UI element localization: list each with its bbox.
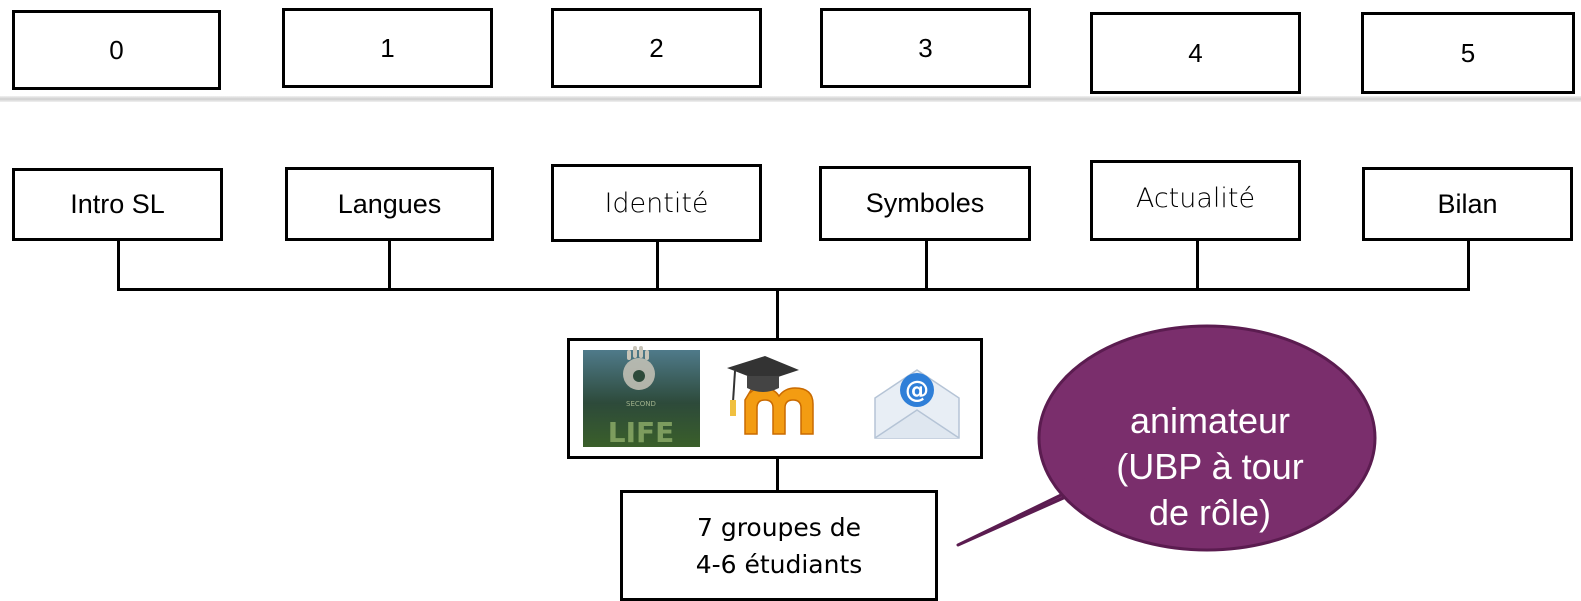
step-box-4: 4 (1090, 12, 1301, 94)
separator-line (0, 96, 1581, 102)
connector-drop-6 (1467, 239, 1470, 291)
connector-drop-4 (925, 239, 928, 291)
step-box-5: 5 (1361, 12, 1575, 94)
topic-box-langues: Langues (285, 167, 494, 241)
callout-line-1: animateur (1129, 400, 1291, 441)
step-box-0: 0 (12, 10, 221, 90)
groups-line-2: 4-6 étudiants (695, 549, 863, 579)
connector-drop-2 (388, 239, 391, 291)
topic-box-bilan: Bilan (1362, 167, 1573, 241)
connector-drop-1 (117, 239, 120, 291)
second-life-icon: SECOND LIFE (583, 346, 700, 449)
topic-box-identite: Identité (551, 164, 762, 242)
connector-drop-3 (656, 239, 659, 291)
callout-text: animateur (UBP à tour de rôle) (1080, 398, 1340, 536)
step-box-3: 3 (820, 8, 1031, 88)
svg-text:SECOND: SECOND (626, 400, 656, 408)
email-icon: @ (874, 369, 960, 439)
topic-box-intro-sl: Intro SL (12, 168, 223, 241)
connector-stem-lower (776, 458, 779, 491)
step-box-1: 1 (282, 8, 493, 88)
tools-box: SECOND LIFE @ (567, 338, 983, 459)
svg-text:LIFE: LIFE (608, 416, 675, 449)
callout-line-3: de rôle) (1148, 492, 1272, 533)
svg-text:@: @ (905, 376, 929, 404)
moodle-icon (727, 356, 814, 435)
groups-box: 7 groupes de 4-6 étudiants (620, 490, 938, 601)
topic-box-actualite: Actualité (1090, 160, 1301, 241)
connector-stem (776, 290, 779, 340)
callout-line-2: (UBP à tour (1116, 446, 1304, 487)
connector-bar (117, 288, 1470, 291)
step-box-2: 2 (551, 8, 762, 88)
groups-line-1: 7 groupes de (696, 512, 862, 542)
connector-drop-5 (1196, 239, 1199, 291)
topic-box-symboles: Symboles (819, 166, 1031, 241)
